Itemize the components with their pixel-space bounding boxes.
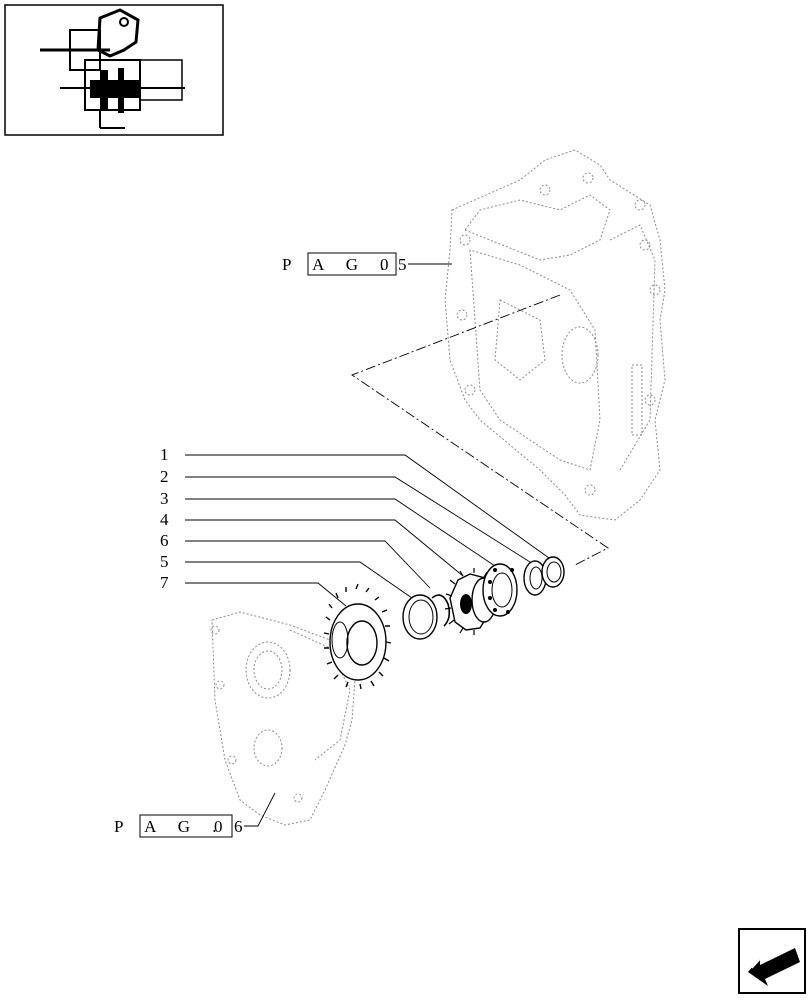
callout-7: 7 bbox=[160, 573, 169, 592]
gear-large bbox=[323, 583, 392, 690]
retaining-ring bbox=[541, 556, 565, 588]
page-ref-bottom-number: 0 bbox=[214, 817, 223, 836]
page-ref-bottom-prefix: P A G . bbox=[114, 817, 226, 836]
leader-line-1 bbox=[185, 454, 550, 559]
leader-line-4 bbox=[185, 519, 464, 577]
leader-line-6 bbox=[185, 540, 431, 589]
transmission-housing-outline bbox=[444, 149, 666, 521]
callout-1: 1 bbox=[160, 445, 169, 464]
leader-line-7 bbox=[185, 582, 347, 607]
callout-5: 5 bbox=[160, 552, 169, 571]
page-ref-top-suffix: 5 bbox=[398, 255, 407, 274]
page-ref-bottom[interactable]: P A G . 0 6 bbox=[114, 792, 276, 838]
gearbox-thumbnail-icon bbox=[40, 8, 185, 129]
previous-page-arrow-icon[interactable] bbox=[738, 928, 806, 994]
callout-3: 3 bbox=[160, 489, 169, 508]
page-ref-top-number: 0 bbox=[380, 255, 389, 274]
leader-line-3 bbox=[185, 498, 496, 567]
page-ref-top[interactable]: P A G . 0 5 bbox=[282, 252, 452, 276]
circlip bbox=[431, 594, 451, 627]
thrust-washer bbox=[523, 560, 547, 596]
page-ref-top-prefix: P A G . bbox=[282, 255, 394, 274]
callout-2: 2 bbox=[160, 467, 169, 486]
assembly-thumbnail bbox=[4, 4, 224, 136]
snap-ring bbox=[402, 594, 438, 640]
leader-line-5 bbox=[185, 561, 413, 599]
assembly-axis-line bbox=[351, 294, 609, 566]
page-ref-bottom-suffix: 6 bbox=[234, 817, 243, 836]
callout-6: 6 bbox=[160, 531, 169, 550]
callout-4: 4 bbox=[160, 510, 169, 529]
ball-bearing bbox=[482, 563, 518, 617]
leader-line-2 bbox=[185, 476, 531, 563]
gearbox-cover-outline bbox=[210, 611, 356, 826]
